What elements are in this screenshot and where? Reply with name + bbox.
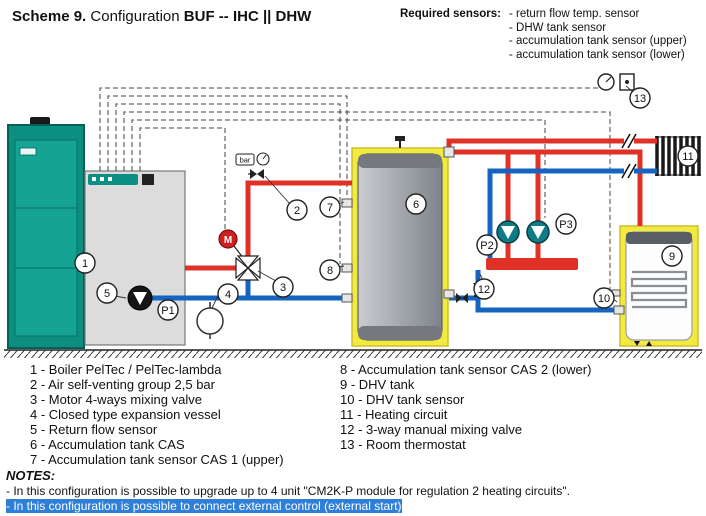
required-sensor-item: - accumulation tank sensor (lower) bbox=[508, 48, 685, 61]
config-label: Configuration bbox=[90, 8, 180, 25]
notes-label: NOTES: bbox=[6, 468, 56, 483]
tank-ports bbox=[341, 146, 625, 315]
page-title: Scheme 9. Configuration BUF -- IHC || DH… bbox=[12, 8, 311, 25]
required-sensor-item: - DHW tank sensor bbox=[508, 21, 607, 34]
legend-item: 9 - DHV tank bbox=[340, 377, 415, 392]
ground-line bbox=[4, 349, 702, 358]
expansion-vessel bbox=[196, 302, 224, 339]
legend-right: 8 - Accumulation tank sensor CAS 2 (lowe… bbox=[340, 362, 591, 452]
gauge-label: bar bbox=[240, 156, 251, 165]
dhw-coil-icon bbox=[630, 270, 688, 309]
legend-item: 1 - Boiler PelTec / PelTec-lambda bbox=[30, 362, 222, 377]
scheme-number: Scheme 9. bbox=[12, 8, 87, 25]
callout-6: 6 bbox=[405, 193, 427, 215]
legend-item: 4 - Closed type expansion vessel bbox=[30, 407, 221, 422]
svg-text:7: 7 bbox=[327, 202, 333, 214]
tank-sensor-lower-port bbox=[341, 263, 353, 273]
cold-inlet-arrow-icon bbox=[634, 341, 640, 346]
dhw-outlet-arrow-icon bbox=[646, 341, 652, 346]
pump-p2-label: P2 bbox=[476, 234, 498, 256]
legend-item: 11 - Heating circuit bbox=[340, 407, 448, 422]
required-sensors: Required sensors: - return flow temp. se… bbox=[400, 8, 702, 62]
room-thermostat bbox=[597, 73, 635, 91]
svg-text:3: 3 bbox=[280, 282, 286, 294]
pump-p1 bbox=[127, 285, 153, 311]
required-sensors-label: Required sensors: bbox=[400, 8, 501, 20]
accumulation-tank bbox=[351, 136, 449, 347]
valve-motor-label: M bbox=[224, 235, 232, 246]
svg-text:P2: P2 bbox=[480, 240, 493, 252]
required-sensor-item: - return flow temp. sensor bbox=[508, 8, 640, 20]
config-value: BUF -- IHC || DHW bbox=[183, 8, 312, 25]
callout-5: 5 bbox=[96, 282, 118, 304]
callout-9: 9 bbox=[661, 245, 683, 267]
svg-text:5: 5 bbox=[104, 288, 110, 300]
callout-8: 8 bbox=[319, 259, 341, 281]
tank-vent-valve-icon bbox=[395, 136, 405, 141]
highlighted-note-text: - In this configuration is possible to c… bbox=[6, 499, 402, 513]
dhv-tank bbox=[619, 225, 699, 347]
note-item: - In this configuration is possible to u… bbox=[6, 483, 570, 498]
air-venting-group: bar bbox=[235, 152, 270, 179]
pump-p3 bbox=[526, 220, 550, 244]
callout-12: 12 bbox=[473, 278, 495, 300]
pump-p2 bbox=[496, 220, 520, 244]
legend-item: 6 - Accumulation tank CAS bbox=[30, 437, 185, 452]
callout-11: 11 bbox=[677, 145, 699, 167]
required-sensors-list: - return flow temp. sensor - DHW tank se… bbox=[509, 8, 687, 62]
svg-text:1: 1 bbox=[82, 258, 88, 270]
svg-text:P1: P1 bbox=[161, 305, 174, 317]
note-item-highlighted: - In this configuration is possible to c… bbox=[6, 499, 570, 515]
svg-text:6: 6 bbox=[413, 199, 419, 211]
callout-10: 10 bbox=[593, 287, 615, 309]
callout-13: 13 bbox=[629, 87, 651, 109]
callout-4: 4 bbox=[217, 283, 239, 305]
pump-p3-label: P3 bbox=[555, 213, 577, 235]
tank-sensor-upper-port bbox=[341, 198, 353, 208]
legend-item: 2 - Air self-venting group 2,5 bar bbox=[30, 377, 215, 392]
valve-motor-icon bbox=[218, 229, 238, 249]
callout-7: 7 bbox=[319, 196, 341, 218]
legend-item: 3 - Motor 4-ways mixing valve bbox=[30, 392, 202, 407]
legend-item: 7 - Accumulation tank sensor CAS 1 (uppe… bbox=[30, 452, 284, 467]
svg-text:13: 13 bbox=[634, 93, 646, 105]
required-sensor-item: - accumulation tank sensor (upper) bbox=[508, 35, 687, 47]
legend-item: 5 - Return flow sensor bbox=[30, 422, 158, 437]
legend-item: 10 - DHV tank sensor bbox=[340, 392, 465, 407]
notes-section: NOTES: - In this configuration is possib… bbox=[6, 468, 570, 515]
svg-text:11: 11 bbox=[682, 151, 693, 163]
motor-mixing-valve: M bbox=[218, 229, 261, 281]
legend-left: 1 - Boiler PelTec / PelTec-lambda 2 - Ai… bbox=[30, 362, 284, 467]
boiler-peltec bbox=[7, 117, 85, 349]
legend-item: 12 - 3-way manual mixing valve bbox=[340, 422, 523, 437]
return-piping bbox=[150, 168, 657, 313]
pump-p1-label: P1 bbox=[157, 299, 179, 321]
callout-2: 2 bbox=[286, 199, 308, 221]
svg-text:2: 2 bbox=[294, 205, 300, 217]
supply-manifold bbox=[486, 258, 578, 270]
svg-text:10: 10 bbox=[598, 293, 610, 305]
svg-text:12: 12 bbox=[478, 284, 490, 296]
svg-text:P3: P3 bbox=[559, 219, 572, 231]
pipe-break-icon bbox=[621, 133, 637, 179]
legend-item: 13 - Room thermostat bbox=[340, 437, 466, 452]
callout-1: 1 bbox=[74, 252, 96, 274]
svg-text:4: 4 bbox=[225, 289, 231, 301]
supply-piping bbox=[185, 138, 657, 271]
svg-text:9: 9 bbox=[669, 251, 675, 263]
svg-text:8: 8 bbox=[327, 265, 333, 277]
legend-item: 8 - Accumulation tank sensor CAS 2 (lowe… bbox=[340, 362, 592, 377]
callout-3: 3 bbox=[272, 276, 294, 298]
scheme-diagram: M bar bbox=[4, 73, 702, 358]
